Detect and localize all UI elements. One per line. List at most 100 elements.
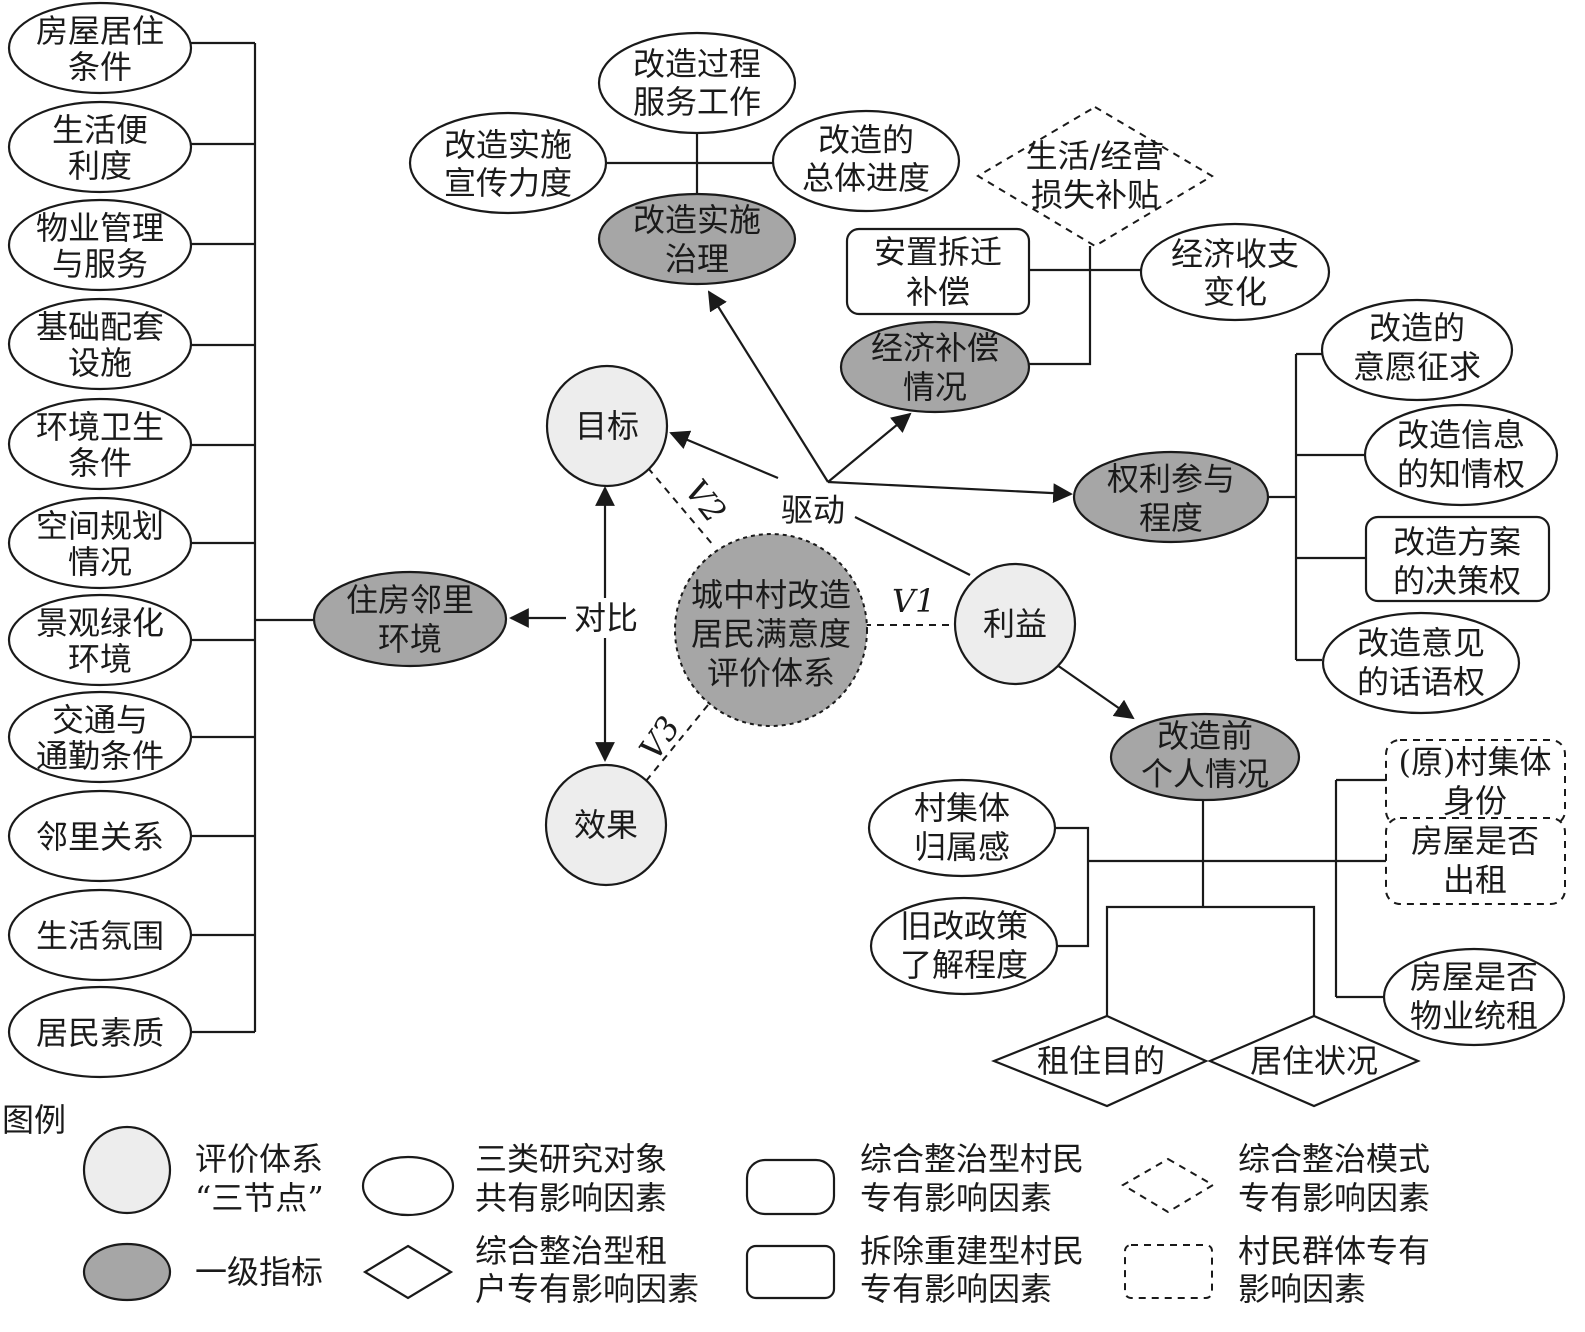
svg-text:的知情权: 的知情权 xyxy=(1397,455,1525,493)
svg-text:景观绿化: 景观绿化 xyxy=(36,604,164,642)
svg-text:意愿征求: 意愿征求 xyxy=(1353,348,1481,386)
legend: 图例 评价体系 “三节点” 三类研究对象 共有影响因素 综合整治型村民 专有影响… xyxy=(2,1101,1430,1308)
svg-text:条件: 条件 xyxy=(68,444,132,482)
factor-decision-right: 改造方案 的决策权 xyxy=(1364,515,1551,603)
svg-text:居民满意度: 居民满意度 xyxy=(691,615,851,653)
svg-text:改造过程: 改造过程 xyxy=(633,45,761,83)
factor-housing-conditions: 房屋居住 条件 xyxy=(7,1,193,95)
svg-text:生活氛围: 生活氛围 xyxy=(36,917,164,955)
label-v2: V2 xyxy=(677,472,734,530)
svg-text:权利参与: 权利参与 xyxy=(1107,460,1235,498)
factor-publicity: 改造实施 宣传力度 xyxy=(408,111,608,215)
svg-text:村民群体专有: 村民群体专有 xyxy=(1238,1232,1430,1270)
factor-sanitation: 环境卫生 条件 xyxy=(7,397,193,491)
svg-text:环境卫生: 环境卫生 xyxy=(36,408,164,446)
legend-tenant-factor: 综合整治型租 户专有影响因素 xyxy=(362,1232,699,1308)
node-effect: 效果 xyxy=(544,763,668,887)
svg-text:户专有影响因素: 户专有影响因素 xyxy=(475,1270,699,1308)
svg-text:条件: 条件 xyxy=(68,48,132,86)
svg-text:情况: 情况 xyxy=(68,543,132,581)
svg-text:身份: 身份 xyxy=(1443,782,1507,820)
legend-common-factor: 三类研究对象 共有影响因素 xyxy=(361,1140,667,1217)
level1-personal: 改造前 个人情况 xyxy=(1109,712,1301,802)
svg-text:(原)村集体: (原)村集体 xyxy=(1399,743,1552,781)
svg-text:变化: 变化 xyxy=(1203,273,1267,311)
svg-text:利度: 利度 xyxy=(68,147,132,185)
factor-right-to-know: 改造信息 的知情权 xyxy=(1363,403,1559,507)
factor-income-change: 经济收支 变化 xyxy=(1139,222,1331,322)
svg-text:的话语权: 的话语权 xyxy=(1357,663,1485,701)
svg-text:环境: 环境 xyxy=(68,640,132,678)
factor-house-rented-out: 房屋是否 出租 xyxy=(1385,817,1566,905)
housing-factor-tree: 房屋居住 条件 生活便 利度 物业管理 与服务 基础配套 设施 环境卫生 条件 … xyxy=(7,1,314,1079)
level1-compensation: 经济补偿 情况 xyxy=(839,320,1031,414)
svg-text:改造的: 改造的 xyxy=(818,121,914,159)
svg-text:居住状况: 居住状况 xyxy=(1250,1042,1378,1080)
factor-convenience: 生活便 利度 xyxy=(7,100,193,194)
svg-text:拆除重建型村民: 拆除重建型村民 xyxy=(860,1232,1084,1270)
factor-service-work: 改造过程 服务工作 xyxy=(597,31,797,135)
svg-text:改造信息: 改造信息 xyxy=(1397,416,1525,454)
svg-text:城中村改造: 城中村改造 xyxy=(691,576,851,614)
level1-housing: 住房邻里 环境 xyxy=(312,570,508,668)
svg-text:综合整治型租: 综合整治型租 xyxy=(475,1232,667,1270)
svg-text:综合整治模式: 综合整治模式 xyxy=(1238,1140,1430,1178)
factor-voice-right: 改造意见 的话语权 xyxy=(1321,611,1521,715)
svg-text:安置拆迁: 安置拆迁 xyxy=(874,233,1002,271)
svg-text:环境: 环境 xyxy=(378,620,442,658)
personal-tree: 村集体 归属感 旧改政策 了解程度 (原)村集体 身份 房屋是否 出租 房屋是否… xyxy=(867,712,1566,1108)
factor-spatial-planning: 空间规划 情况 xyxy=(7,496,193,590)
svg-text:生活便: 生活便 xyxy=(52,111,148,149)
svg-text:总体进度: 总体进度 xyxy=(802,159,930,197)
svg-text:房屋居住: 房屋居住 xyxy=(36,12,164,50)
svg-text:交通与: 交通与 xyxy=(52,701,148,739)
factor-property-management: 物业管理 与服务 xyxy=(7,198,193,292)
svg-text:一级指标: 一级指标 xyxy=(195,1253,323,1291)
svg-text:专有影响因素: 专有影响因素 xyxy=(1238,1179,1430,1217)
legend-rebuild-villager-factor: 拆除重建型村民 专有影响因素 xyxy=(745,1232,1084,1308)
svg-text:利益: 利益 xyxy=(983,605,1047,643)
node-benefit: 利益 xyxy=(953,562,1077,686)
factor-overall-progress: 改造的 总体进度 xyxy=(771,109,961,213)
svg-text:物业统租: 物业统租 xyxy=(1410,997,1538,1035)
factor-loss-subsidy: 生活/经营 损失补贴 xyxy=(976,105,1214,248)
svg-text:三类研究对象: 三类研究对象 xyxy=(475,1140,667,1178)
svg-text:情况: 情况 xyxy=(903,368,967,406)
svg-text:通勤条件: 通勤条件 xyxy=(36,737,164,775)
legend-villager-group-factor: 村民群体专有 影响因素 xyxy=(1124,1232,1430,1308)
legend-title: 图例 xyxy=(2,1101,66,1139)
factor-unified-leasing: 房屋是否 物业统租 xyxy=(1382,947,1566,1047)
svg-text:经济补偿: 经济补偿 xyxy=(871,329,999,367)
factor-will-solicitation: 改造的 意愿征求 xyxy=(1320,298,1514,402)
svg-text:出租: 出租 xyxy=(1443,861,1507,899)
legend-level1-indicator: 一级指标 xyxy=(82,1242,323,1302)
center-evaluation-system: 城中村改造 居民满意度 评价体系 xyxy=(674,533,868,727)
svg-text:改造实施: 改造实施 xyxy=(633,201,761,239)
svg-text:改造的: 改造的 xyxy=(1369,309,1465,347)
svg-text:设施: 设施 xyxy=(68,344,132,382)
svg-text:经济收支: 经济收支 xyxy=(1171,235,1299,273)
factor-policy-understanding: 旧改政策 了解程度 xyxy=(869,896,1059,996)
factor-rental-purpose: 租住目的 xyxy=(991,1014,1209,1108)
factor-living-atmosphere: 生活氛围 xyxy=(7,888,193,982)
factor-infrastructure: 基础配套 设施 xyxy=(7,297,193,391)
level1-governance: 改造实施 治理 xyxy=(597,192,797,286)
svg-text:物业管理: 物业管理 xyxy=(36,209,164,247)
node-goal: 目标 xyxy=(545,364,669,488)
svg-text:归属感: 归属感 xyxy=(914,828,1010,866)
svg-text:村集体: 村集体 xyxy=(914,789,1010,827)
svg-text:邻里关系: 邻里关系 xyxy=(36,818,164,856)
label-v3: V3 xyxy=(632,709,688,766)
rights-tree: 改造的 意愿征求 改造信息 的知情权 改造方案 的决策权 改造意见 的话语权 权… xyxy=(1072,298,1559,715)
svg-text:基础配套: 基础配套 xyxy=(36,308,164,346)
svg-text:与服务: 与服务 xyxy=(52,245,148,283)
svg-text:的决策权: 的决策权 xyxy=(1393,562,1521,600)
core-connectors xyxy=(509,290,1135,782)
factor-living-status: 居住状况 xyxy=(1207,1014,1421,1108)
label-contrast: 对比 xyxy=(574,599,638,637)
svg-text:损失补贴: 损失补贴 xyxy=(1031,176,1159,214)
factor-resident-quality: 居民素质 xyxy=(7,985,193,1079)
svg-text:影响因素: 影响因素 xyxy=(1238,1270,1366,1308)
svg-text:改造前: 改造前 xyxy=(1157,717,1253,755)
